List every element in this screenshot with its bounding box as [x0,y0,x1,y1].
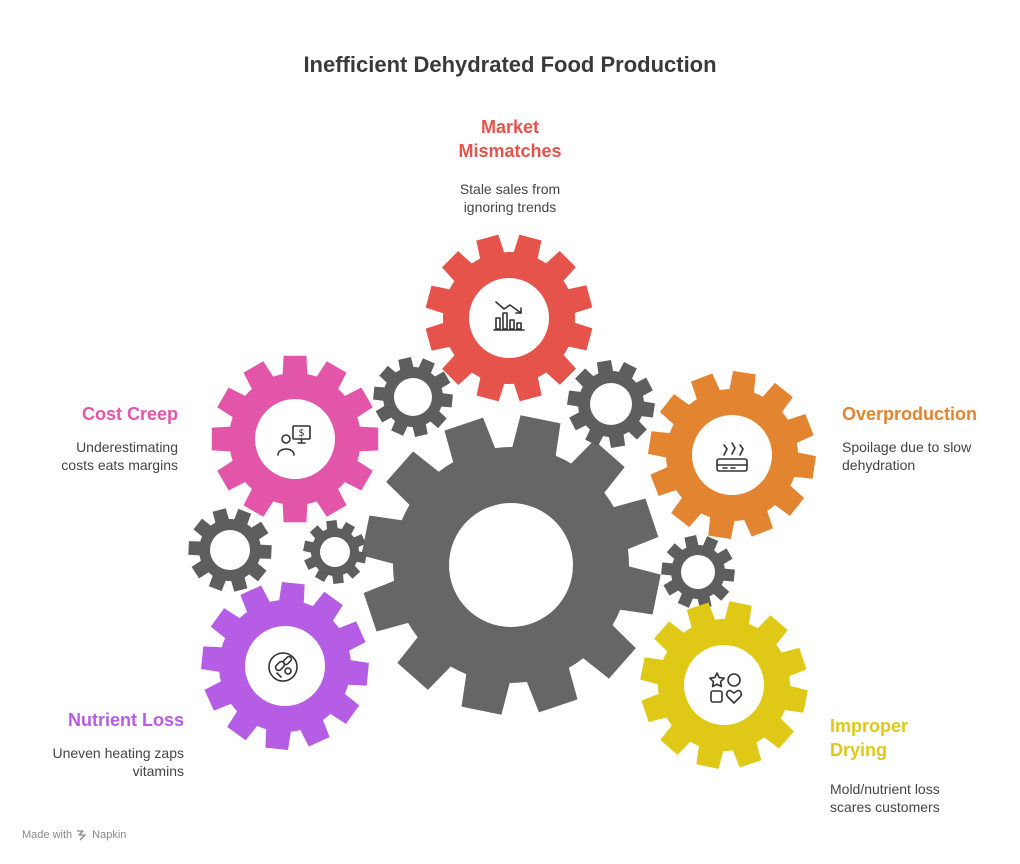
over-desc-line2: dehydration [842,457,916,473]
over-heading-line1: Overproduction [842,404,978,424]
small-gear-top-right [567,360,655,448]
gear-hole [469,278,549,358]
nutrient-heading: Nutrient Loss [68,708,184,732]
gear-hole [692,415,772,495]
nutrient-description: Uneven heating zaps vitamins [52,744,184,780]
gear-hole [449,503,573,627]
market-heading-line1: Market [480,117,540,137]
over-description: Spoilage due to slow dehydration [842,438,971,474]
person-dollar-screen-icon: $ [277,425,311,456]
market-mismatches-gear [425,234,593,402]
small-gear-left-inner [303,520,367,584]
footer: Made with Napkin [22,829,126,841]
shapes-icon [709,672,743,704]
overproduction-gear [648,371,816,539]
small-gear-top-left [373,357,453,437]
cost-heading: Cost Creep [82,402,178,426]
drying-heading-line2: Drying [830,740,888,760]
spoiled-tray-icon [716,442,748,472]
footer-brand: Napkin [92,829,127,841]
gear-hole [681,555,715,589]
improper-drying-gear [640,601,808,769]
napkin-logo-icon [77,830,86,841]
trend-down-chart-icon [493,301,525,331]
small-gear-right [661,535,735,609]
svg-text:$: $ [298,428,304,439]
footer-made-with: Made with [22,829,73,841]
market-desc-line1: Stale sales from [459,181,561,197]
cost-desc-line2: costs eats margins [61,457,178,473]
cost-heading-line1: Cost Creep [81,404,178,424]
small-gear-left [188,508,272,592]
over-desc-line1: Spoilage due to slow [842,439,972,455]
nutrient-desc-line2: vitamins [132,763,184,779]
cost-desc-line1: Underestimating [76,439,178,455]
market-heading: Market Mismatches [410,115,610,163]
drying-heading-line1: Improper [830,716,909,736]
nutrient-heading-line1: Nutrient Loss [67,710,184,730]
central-gear [361,415,661,715]
drying-desc-line1: Mold/nutrient loss [830,781,940,797]
market-heading-line2: Mismatches [458,141,562,161]
gear-hole [590,383,632,425]
drying-heading: Improper Drying [830,714,908,762]
cost-description: Underestimating costs eats margins [61,438,178,474]
gear-hole [320,537,350,567]
gear-hole [210,530,250,570]
market-desc-line2: ignoring trends [463,199,557,215]
nutrient-desc-line1: Uneven heating zaps [52,745,184,761]
gear-hole [394,378,432,416]
over-heading: Overproduction [842,402,977,426]
gear-hole [684,645,764,725]
drying-desc-line2: scares customers [830,799,940,815]
page-title: Inefficient Dehydrated Food Production [303,52,717,77]
drying-description: Mold/nutrient loss scares customers [830,780,940,816]
market-description: Stale sales from ignoring trends [410,180,610,216]
vitamins-plate-icon [268,652,298,682]
